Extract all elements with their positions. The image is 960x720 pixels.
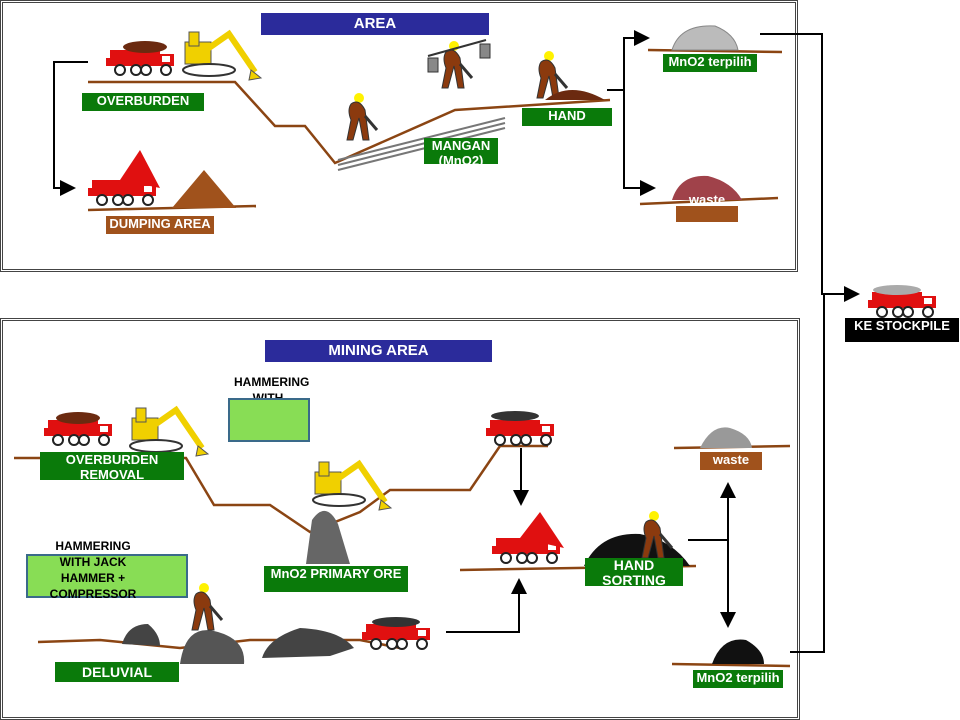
top-mno2-label: MnO2 terpilih	[663, 54, 757, 72]
top-worker-sorting	[535, 49, 569, 100]
top-sorting-pile	[545, 90, 605, 100]
top-mno2-pile	[671, 25, 739, 51]
hammering-jack-callout	[26, 554, 188, 598]
deluvial-rock-3	[262, 628, 354, 658]
primary-ore-truck	[485, 419, 555, 446]
bottom-worker-jackhammer	[190, 581, 224, 632]
top-waste-pile	[672, 175, 742, 200]
top-mno2-ground	[647, 48, 783, 54]
bottom-hammer-excavator	[313, 462, 391, 510]
top-overburden-label: OVERBURDEN REMOVAL	[82, 93, 204, 111]
deluvial-truck-load	[372, 617, 420, 627]
bottom-waste-label: waste	[700, 452, 762, 470]
primary-ore-label: MnO2 PRIMARY ORE	[264, 566, 408, 592]
stockpile-load	[873, 285, 921, 295]
bottom-mno2-label: MnO2 terpilih	[693, 670, 783, 688]
top-panel	[0, 0, 798, 272]
bottom-waste-pile	[700, 427, 752, 448]
bottom-hand-sorting-label: HAND SORTING	[585, 558, 683, 586]
top-hand-sorting-label: HAND SORTING	[522, 108, 612, 126]
bottom-mno2-pile	[712, 639, 764, 664]
bottom-excavator	[130, 408, 208, 456]
mining-area-title: MINING AREA	[265, 340, 492, 362]
deluvial-rock-2	[180, 630, 245, 664]
stockpile-truck	[867, 291, 937, 318]
top-ground-line	[88, 80, 611, 165]
bottom-arrows	[446, 294, 825, 653]
stockpile-label: KE STOCKPILE	[845, 318, 959, 342]
top-waste-ground	[639, 196, 779, 206]
deluvial-truck	[361, 623, 431, 650]
primary-ore-truck-load	[491, 411, 539, 421]
bottom-panel	[0, 318, 800, 720]
bottom-mno2-ground	[671, 662, 791, 668]
bottom-overburden-label: OVERBURDEN REMOVAL	[40, 452, 184, 480]
top-overburden-load	[123, 41, 167, 53]
deluvial-label-line1: MnO2	[101, 642, 139, 657]
deluvial-rock-1	[122, 624, 160, 646]
hammering-jack-text: HAMMERING WITH JACK HAMMER + COMPRESSOR	[49, 539, 137, 601]
top-mangan-label: MANGAN (MnO2)	[424, 138, 498, 164]
top-area-title: AREA	[261, 13, 489, 35]
hammering-excavator-callout	[228, 398, 310, 442]
deluvial-label: DELUVIAL	[55, 662, 179, 682]
top-excavator	[183, 32, 261, 80]
mangan-ore-seam	[337, 117, 506, 171]
top-waste-label: waste	[688, 192, 726, 207]
bottom-dump-truck-bed	[520, 512, 564, 548]
top-dump-truck-bed	[120, 150, 160, 188]
top-carry-pole	[427, 39, 491, 73]
top-dumping-pile	[172, 170, 236, 208]
primary-ore-rock	[306, 510, 350, 564]
bottom-overburden-load	[56, 412, 100, 424]
top-worker-mining	[345, 91, 379, 142]
top-waste-label-bg	[676, 206, 738, 222]
top-arrows	[53, 30, 860, 302]
top-overburden-truck	[105, 49, 175, 76]
top-dumping-label: DUMPING AREA	[106, 216, 214, 234]
